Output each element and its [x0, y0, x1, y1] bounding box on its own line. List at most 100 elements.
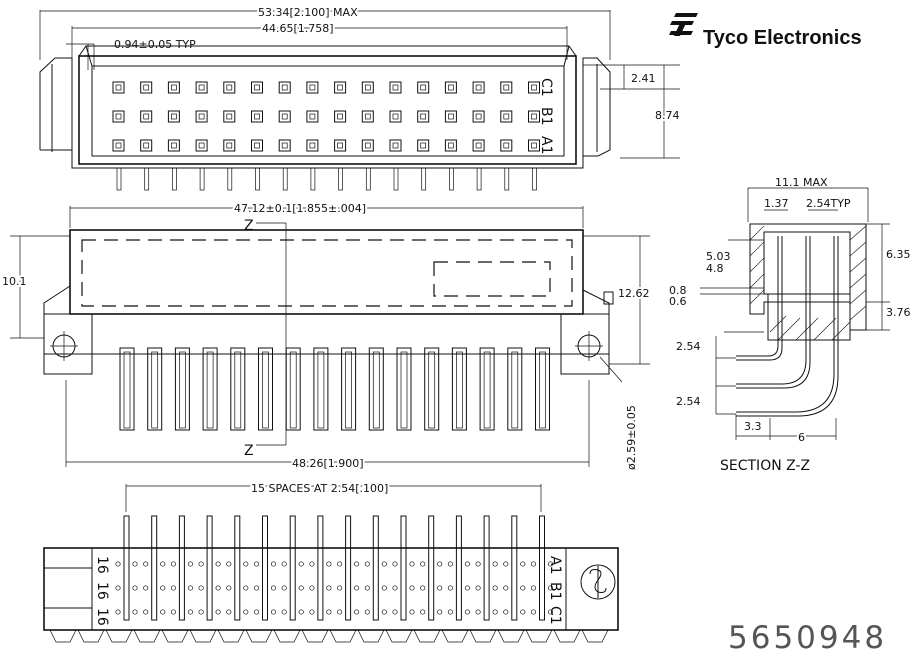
pin-inner [289, 351, 297, 429]
pin-rod [539, 515, 545, 621]
pin-square-inner [475, 113, 482, 120]
pin-tail [144, 167, 150, 191]
pin-square [500, 110, 513, 123]
pin-dot [298, 561, 304, 567]
pin-square [195, 110, 208, 123]
pin-square-inner [392, 113, 399, 120]
dim-2-54-b: 2.54 [676, 395, 701, 408]
pin-outer [451, 347, 467, 431]
tyco-electronics-logo-icon [669, 13, 698, 36]
pin-dot [115, 561, 121, 567]
pin-square-inner [226, 113, 233, 120]
pin-dot [326, 585, 332, 591]
bottom-pin-rows [115, 515, 554, 621]
pin-inner [206, 351, 214, 429]
edge-notch [357, 629, 385, 643]
pin-dot [475, 561, 481, 567]
pin-square [444, 139, 457, 152]
pin-square [306, 81, 319, 94]
pin-square [444, 110, 457, 123]
pin-dot [354, 585, 360, 591]
pin-square-inner [364, 142, 371, 149]
pin-square [472, 139, 485, 152]
pin-rod [483, 515, 490, 621]
pin-dot [381, 561, 387, 567]
pin-square-inner [337, 142, 343, 149]
pin-square [167, 110, 180, 123]
pin-dot [115, 585, 121, 591]
dim-0-8: 0.8 [669, 284, 687, 297]
pin-dot [547, 609, 554, 615]
base-width-dim: 48.26[1.900] [292, 457, 364, 470]
pin-square-inner [392, 84, 399, 91]
pin-square-inner [475, 84, 482, 91]
pin-rod [262, 515, 268, 621]
front-view [10, 206, 650, 467]
pin-square [528, 81, 540, 94]
pin-dot [364, 609, 370, 615]
pin-dot [215, 561, 221, 567]
pin-dot [337, 609, 343, 615]
pin-dot [409, 561, 415, 567]
pin-dot [132, 585, 138, 591]
pin-square-inner [115, 142, 122, 149]
pin-square [140, 110, 153, 123]
pin-square-inner [503, 84, 510, 91]
pin-dot [392, 609, 398, 615]
pin-dot [464, 585, 470, 591]
pin-square-inner [281, 113, 288, 120]
pin-dot [392, 585, 398, 591]
pin-outer [119, 347, 135, 431]
pin-field-width-dim: 44.65[1.758] [262, 22, 334, 35]
pin-rod [178, 515, 185, 621]
pin-square [278, 139, 291, 152]
pin-dot [392, 561, 398, 567]
section-pitch-typ-dim: 2.54TYP [806, 197, 851, 210]
pin-outer [174, 347, 190, 431]
pin-dot [492, 609, 498, 615]
pin-rod [511, 515, 518, 621]
pin-square-inner [448, 113, 454, 120]
pin-square [223, 139, 236, 152]
front-pin-tails [119, 347, 550, 431]
pin-square [417, 81, 430, 94]
pin-square [223, 110, 236, 123]
pin-dot [243, 561, 249, 567]
pin-dot [298, 585, 304, 591]
pin-dot [364, 561, 370, 567]
dim-5-03: 5.03 [706, 250, 731, 263]
pin-size-dim: 0.94±0.05 TYP [114, 38, 196, 51]
pin-inner [539, 351, 546, 429]
pin-rod [151, 515, 158, 621]
pin-dot [520, 609, 526, 615]
pin-inner [234, 351, 242, 429]
pin-square [251, 81, 263, 94]
top-pin-grid [112, 81, 540, 152]
pin-square [251, 139, 263, 152]
edge-notch [217, 629, 245, 643]
pin-dot [337, 561, 343, 567]
pin-tail [421, 167, 427, 191]
pin-square [528, 110, 540, 123]
pin-dot [354, 561, 360, 567]
bottom-view [43, 484, 619, 643]
pin-dot [547, 585, 554, 591]
pin-square-inner [448, 84, 454, 91]
pin-inner [456, 351, 463, 429]
pin-square [306, 139, 319, 152]
section-title: SECTION Z-Z [720, 458, 810, 474]
pin-square [112, 110, 125, 123]
pin-square-inner [309, 84, 316, 91]
pin-dot [281, 585, 287, 591]
pin-square-inner [337, 84, 343, 91]
pin-dot [170, 561, 176, 567]
edge-notch [49, 629, 77, 643]
overall-width-dim: 53.34[2.100] MAX [258, 6, 358, 19]
pin-square [223, 81, 236, 94]
pin-square-inner [448, 142, 454, 149]
pin-dot [475, 585, 481, 591]
edge-notch [385, 629, 413, 643]
pin-dot [420, 609, 426, 615]
pin-dot [530, 585, 537, 591]
dim-3-3: 3.3 [744, 420, 762, 433]
